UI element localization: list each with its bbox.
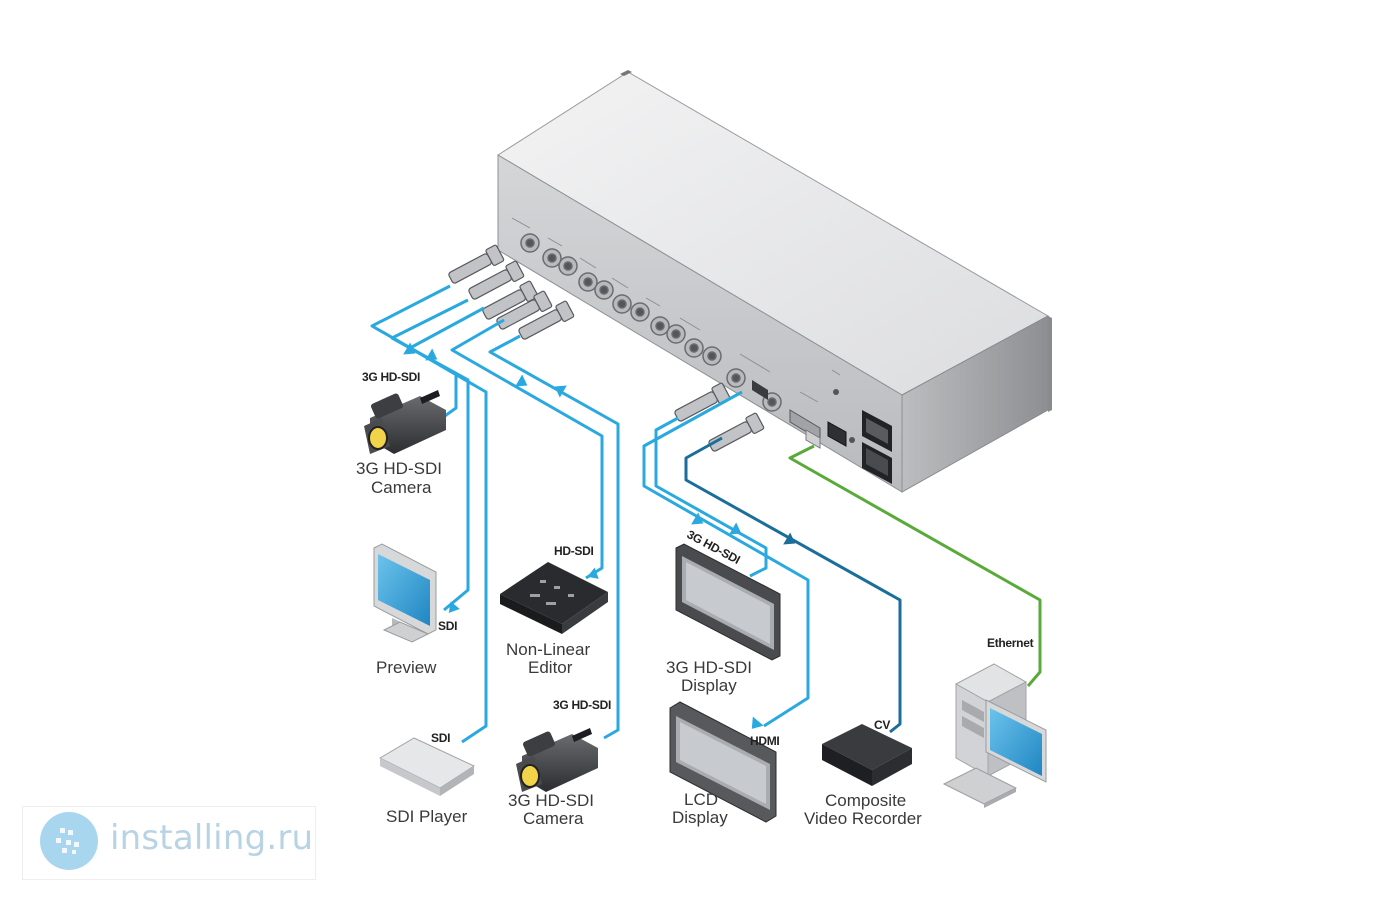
camera-1-label-line1: 3G HD-SDI	[356, 459, 442, 478]
nle-device-icon	[500, 562, 608, 634]
nle-port-label: HD-SDI	[554, 544, 594, 558]
3g-display-icon	[675, 543, 781, 661]
lcd-port-label: HDMI	[750, 734, 779, 748]
lcd-label-line1: LCD	[684, 790, 718, 809]
camera-1-port-label: 3G HD-SDI	[362, 370, 420, 384]
recorder-label-line1: Composite	[825, 791, 906, 810]
watermark-text: installing.ru	[110, 818, 314, 858]
3g-display-label-line1: 3G HD-SDI	[666, 658, 752, 677]
camera-1-icon	[364, 390, 446, 454]
nle-label-line2: Editor	[528, 658, 573, 677]
preview-label: Preview	[376, 658, 437, 677]
preview-monitor-icon	[373, 543, 437, 643]
watermark-logo-icon	[40, 812, 98, 870]
sdi-player-port-label: SDI	[431, 731, 450, 745]
recorder-port-label: CV	[874, 718, 890, 732]
lcd-display-icon	[669, 701, 777, 823]
camera-2-label-line2: Camera	[523, 809, 584, 828]
camera-2-icon	[516, 728, 598, 792]
lcd-label-line2: Display	[672, 808, 728, 827]
sdi-player-icon	[378, 737, 476, 796]
camera-2-port-label: 3G HD-SDI	[553, 698, 611, 712]
ethernet-cable	[788, 444, 1042, 687]
camera-1-label-line2: Camera	[371, 478, 432, 497]
recorder-label-line2: Video Recorder	[804, 809, 922, 828]
preview-port-label: SDI	[438, 619, 457, 633]
signal-arrows	[403, 342, 764, 729]
camera-2-label-line1: 3G HD-SDI	[508, 791, 594, 810]
3g-display-label-line2: Display	[681, 676, 737, 695]
switcher-chassis	[497, 70, 1052, 493]
sdi-cables	[370, 284, 810, 744]
pc-workstation-icon	[942, 663, 1047, 808]
video-recorder-icon	[822, 724, 912, 786]
pc-port-label: Ethernet	[987, 636, 1034, 650]
rear-ports	[752, 380, 892, 484]
sdi-player-label: SDI Player	[386, 807, 468, 826]
nle-label-line1: Non-Linear	[506, 640, 590, 659]
bnc-connectors	[520, 233, 782, 412]
